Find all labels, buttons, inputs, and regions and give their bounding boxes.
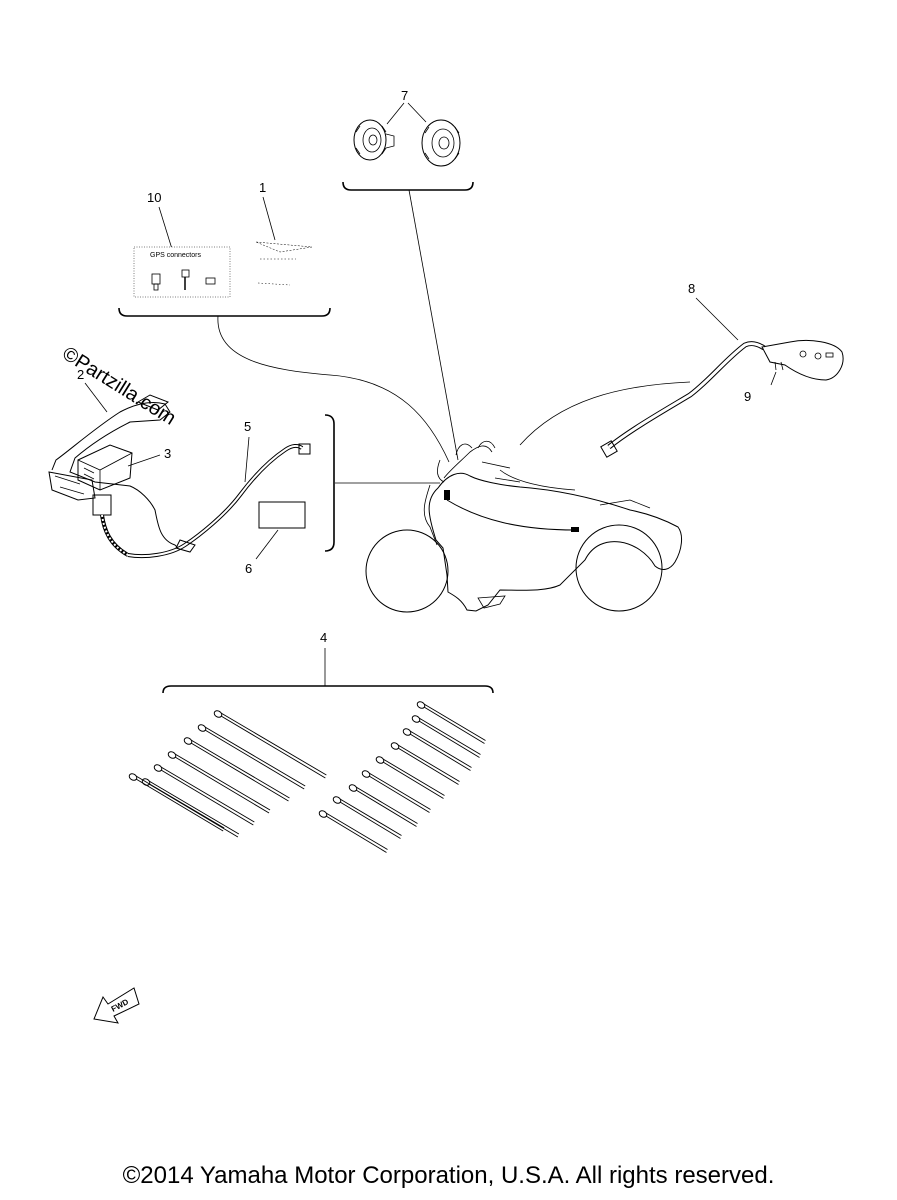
cable-tie-illustration xyxy=(153,764,255,826)
cable-tie-illustration xyxy=(213,710,327,779)
leader-10-to-bike xyxy=(217,315,450,463)
cable-tie-illustration xyxy=(348,784,418,827)
callout-1-leader xyxy=(262,196,276,241)
cable-tie-illustration xyxy=(375,756,445,799)
callout-1: 1 xyxy=(259,180,266,195)
connector-icon xyxy=(181,269,190,290)
cable-tie-illustration xyxy=(183,737,290,802)
callout-4: 4 xyxy=(320,630,327,645)
cable-tie-illustration xyxy=(197,724,306,790)
connector-icon xyxy=(205,277,216,285)
callout-9-leader xyxy=(770,371,777,386)
cable-ties-left xyxy=(128,710,327,838)
callout-9: 9 xyxy=(744,389,751,404)
cable-tie-illustration xyxy=(332,796,402,839)
cable-tie-illustration xyxy=(361,770,431,813)
group-bracket-5 xyxy=(324,414,335,552)
group-bracket-10 xyxy=(118,307,331,317)
callout-3: 3 xyxy=(164,446,171,461)
callout-10: 10 xyxy=(147,190,161,205)
callout-3-leader xyxy=(127,454,161,467)
amplifier-unit-illustration xyxy=(77,444,133,491)
leader-7-to-bike xyxy=(408,189,459,461)
sticker-illustration xyxy=(255,241,313,286)
motorcycle-silhouette xyxy=(365,440,683,613)
speaker-pair-illustration xyxy=(353,119,461,167)
callout-2-leader xyxy=(84,382,108,413)
fwd-arrow-icon: FWD xyxy=(93,987,140,1024)
watermark: ©Partzilla.com xyxy=(58,343,179,430)
copyright-notice: ©2014 Yamaha Motor Corporation, U.S.A. A… xyxy=(122,1162,775,1189)
amplifier-bracket-illustration xyxy=(48,394,179,549)
callout-8-leader xyxy=(695,297,739,341)
cable-tie-illustration xyxy=(318,810,388,853)
switch-assembly-illustration xyxy=(600,339,844,458)
connector-icon xyxy=(151,273,161,291)
cable-tie-illustration xyxy=(416,701,486,744)
callout-5-leader xyxy=(244,436,250,483)
cable-tie-illustration xyxy=(402,728,472,771)
cable-tie-illustration xyxy=(167,751,271,814)
callout-6: 6 xyxy=(245,561,252,576)
gps-card-label: GPS connectors xyxy=(150,252,201,259)
callout-5: 5 xyxy=(244,419,251,434)
cable-ties-right xyxy=(318,701,486,853)
group-bracket-7 xyxy=(342,181,474,191)
leader-8-to-bike xyxy=(519,381,691,446)
callout-6-leader xyxy=(255,529,279,560)
callout-2: 2 xyxy=(77,367,84,382)
cable-tie-illustration xyxy=(390,742,460,785)
callout-7: 7 xyxy=(401,88,408,103)
callout-10-leader xyxy=(158,206,173,250)
cable-tie-illustration xyxy=(411,715,481,758)
cable-tie-illustration xyxy=(128,773,225,832)
callout-7-leader xyxy=(386,102,427,125)
wire-harness-illustration xyxy=(92,443,311,559)
label-card-illustration xyxy=(258,501,306,529)
callout-8: 8 xyxy=(688,281,695,296)
gps-connectors-card: GPS connectors xyxy=(133,246,231,298)
group-bracket-4 xyxy=(162,685,494,694)
